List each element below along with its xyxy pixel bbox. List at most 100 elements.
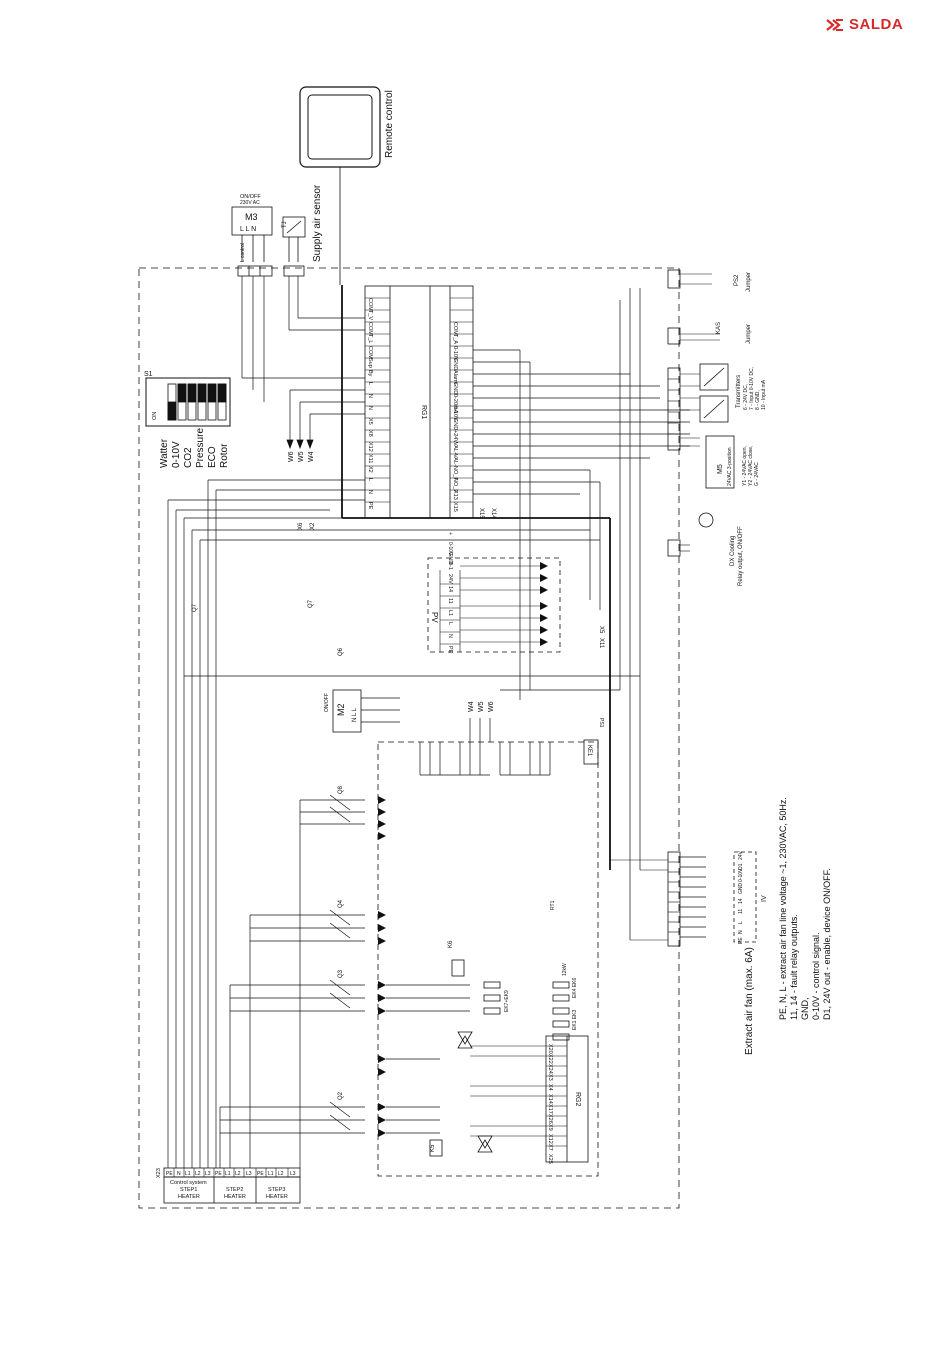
q2-label: Q2 [338, 1091, 344, 1100]
kas-label: KAS [716, 322, 722, 334]
rg2-term-7: X26 [547, 1114, 553, 1124]
rt1-label: RT1 [550, 900, 556, 910]
q6-label: Q6 [338, 647, 344, 656]
x16-cell-0: PE [738, 937, 744, 944]
m5-note-1: Y2 - 24VAC close, [748, 446, 754, 486]
iv-label: IV [761, 895, 768, 902]
w-label-1: W5 [298, 451, 305, 462]
s1-on: ON [152, 412, 158, 420]
s1-switch-1: 0-10V [171, 441, 182, 468]
ps2-label: PS2 [734, 274, 740, 286]
rg1-term-12: Sup [367, 358, 373, 368]
rg1-label: RG1 [420, 405, 427, 420]
x16-right-terminals [667, 851, 681, 947]
rg1-side-2: COM [367, 322, 373, 335]
x2-label: X2 [310, 522, 316, 530]
m5-actuator [705, 435, 735, 489]
q3-label: Q3 [338, 969, 344, 978]
rg1-term-8: N [367, 406, 373, 410]
m5-note: 24VAC 3-position [727, 447, 733, 486]
m3-header1: ON/OFF [240, 194, 261, 200]
rg1-right-1: X13 [452, 490, 458, 500]
pv-term-6: 24V [447, 574, 453, 584]
pv-label: PV [430, 612, 439, 623]
x16-cell-2: L [738, 921, 744, 924]
rg1-term-3: X2 [367, 466, 373, 473]
rg1-right-13: 0-10V [452, 346, 458, 361]
s1-label: S1 [144, 371, 153, 378]
q7a-label: Q7 [192, 603, 198, 612]
x23-cell-2: L1 [185, 1171, 191, 1177]
k5-relay [429, 1139, 443, 1157]
rg1-right-3: NO_F [452, 466, 458, 481]
brand-name: SALDA [849, 16, 904, 33]
tj-label: TJ [282, 221, 288, 228]
w-label-0: W6 [288, 451, 295, 462]
x16-cell-1: N [738, 930, 744, 934]
heater-ek1-label: EK1 EK3 [572, 1009, 578, 1030]
x23-cell-5: PE [215, 1171, 222, 1177]
rg1-right-7: GND [452, 418, 458, 430]
q8-label: Q8 [338, 785, 344, 794]
rg2-term-6: X17 [547, 1104, 553, 1114]
dx-note: Relay output, ON/OFF [738, 526, 744, 586]
m2-header: ON/OFF [324, 693, 330, 712]
rg2-term-0: X20 [547, 1044, 553, 1054]
x6-label: X6 [298, 522, 304, 530]
w2-label-0: W4 [468, 701, 475, 712]
transmitters-label: Transmitters [736, 375, 742, 408]
m2-label: M2 [336, 703, 346, 716]
inner-module-outline [377, 741, 599, 1177]
x14-label: X14 [490, 508, 496, 519]
m3-terms: L L N [240, 226, 256, 233]
x23-cell-1: N [177, 1171, 181, 1177]
pv-term-10: + [447, 532, 453, 535]
k6-label: K6 [448, 940, 454, 948]
x16-3-terminals [667, 327, 681, 345]
rg1-term-9: N [367, 394, 373, 398]
rg1-term-10: L [367, 382, 373, 385]
pv-term-3: L1 [447, 610, 453, 616]
pv-term-0: PE [447, 646, 453, 654]
w-label-2: W4 [308, 451, 315, 462]
x23-cell-12: L3 [290, 1171, 296, 1177]
rg2-term-8: X9 [547, 1124, 553, 1131]
heater-ek7-label: EK7+EK9 [504, 990, 510, 1012]
pv-term-9: 0-10V [447, 542, 453, 556]
x16-cell-6: 0-10V [738, 868, 744, 882]
m5-label: M5 [717, 464, 724, 474]
heater-group-3-line2: STEP3 [268, 1187, 285, 1193]
rg2-label: RG2 [574, 1092, 581, 1107]
pv-term-7: 0-1 [447, 562, 453, 570]
x5-label: X5 [598, 626, 604, 634]
rg1-right-12: GND [452, 358, 458, 370]
q4-label: Q4 [338, 899, 344, 908]
x23-cell-3: L2 [195, 1171, 201, 1177]
x16-2-terminals [667, 367, 681, 451]
x23-cell-4: L3 [205, 1171, 211, 1177]
x16-cell-7: D1 [738, 863, 744, 870]
heater-ek4-label: EK4 EK6 [572, 977, 578, 998]
x23-cell-10: L1 [268, 1171, 274, 1177]
x23-label: X23 [156, 1168, 162, 1178]
rg2-term-11: X25 [547, 1154, 553, 1164]
x23-cell-9: PE [257, 1171, 264, 1177]
dx-label: DX Cooling [730, 536, 736, 566]
rg1-side-1: T_V [367, 310, 373, 320]
rg1-side-0: COM [367, 298, 373, 311]
rg1-right-0: X15 [452, 502, 458, 512]
rg1-right-14: T_A [452, 334, 458, 344]
m3-label: M3 [245, 212, 258, 222]
rg1-right-8: 0-10V [452, 406, 458, 421]
x23-cell-7: L2 [235, 1171, 241, 1177]
x23-cell-0: PE [166, 1171, 173, 1177]
x16-cell-4: 14 [738, 898, 744, 904]
m3-box [231, 206, 273, 236]
rg1-right-15: COM [452, 322, 458, 335]
k5-label: K5 [430, 1144, 436, 1152]
heater-group-2-line2: STEP2 [226, 1187, 243, 1193]
heater-kw-label: 12kW [562, 963, 568, 976]
supply-sensor-box [282, 216, 306, 238]
remote-control-box [299, 86, 381, 168]
